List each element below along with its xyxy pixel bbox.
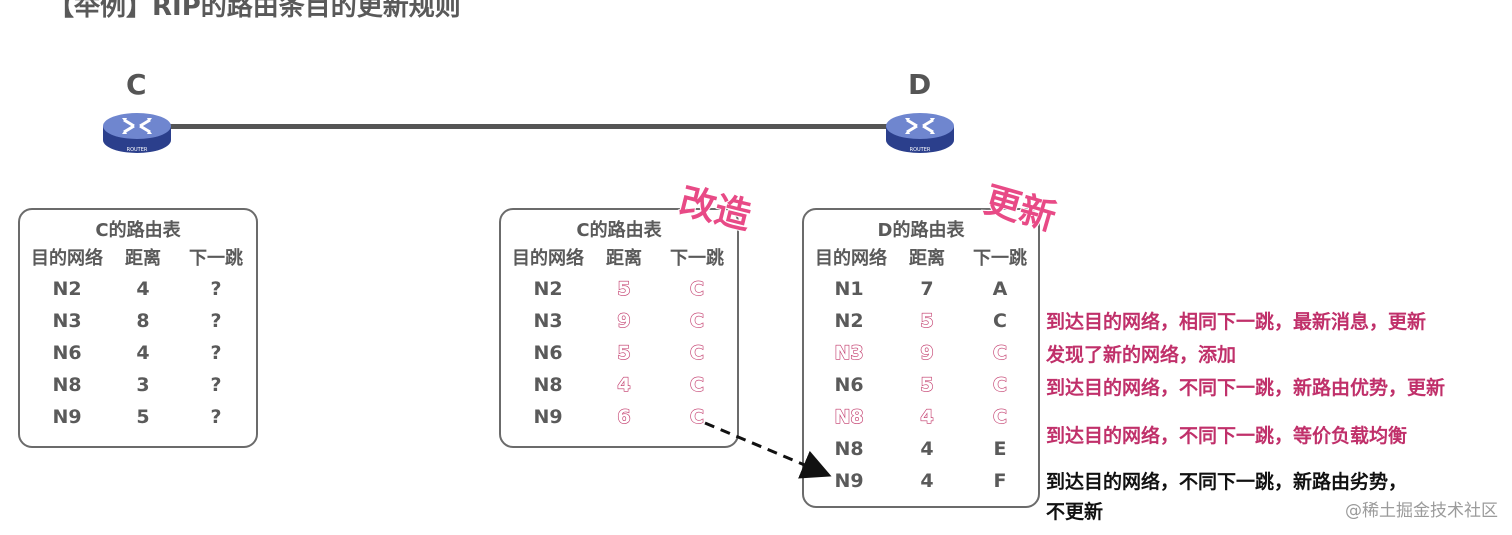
cell-dest: N6 xyxy=(52,342,82,364)
table-title: C的路由表 xyxy=(95,220,181,241)
cell-dest: N8 xyxy=(834,405,864,428)
cell-distance: 7 xyxy=(920,278,934,300)
cell-distance: 5 xyxy=(617,341,631,364)
cell-dest: N3 xyxy=(52,310,82,332)
header-dest: 目的网络 xyxy=(31,248,103,269)
note-no-update: 不更新 xyxy=(1046,501,1104,523)
cell-distance: 4 xyxy=(136,278,150,300)
router-c-label: C xyxy=(126,68,147,101)
page-title: 【举例】RIP的路由条目的更新规则 xyxy=(48,0,461,22)
cell-dest: N9 xyxy=(533,406,563,428)
cell-distance: 5 xyxy=(920,309,934,332)
table-title: D的路由表 xyxy=(877,220,965,241)
cell-dest: N3 xyxy=(834,341,864,364)
cell-nexthop: C xyxy=(992,341,1007,364)
d-table: D的路由表 目的网络 距离 下一跳 N1 7 A N2 5 C N3 9 C N… xyxy=(802,208,1040,508)
header-nexthop: 下一跳 xyxy=(189,248,243,269)
cell-nexthop: ? xyxy=(210,374,222,396)
header-dest: 目的网络 xyxy=(512,248,584,269)
header-dest: 目的网络 xyxy=(815,248,887,269)
cell-dest: N6 xyxy=(834,374,864,396)
cell-dest: N8 xyxy=(52,374,82,396)
header-nexthop: 下一跳 xyxy=(670,248,724,269)
cell-nexthop: ? xyxy=(210,406,222,428)
cell-distance: 4 xyxy=(617,373,631,396)
cell-nexthop: ? xyxy=(210,310,222,332)
link-line xyxy=(170,124,888,129)
c-modified-table: C的路由表 目的网络 距离 下一跳 N2 5 C N3 9 C N6 5 C N… xyxy=(499,208,739,448)
note-better-route: 到达目的网络，不同下一跳，新路由优势，更新 xyxy=(1046,377,1446,399)
cell-dest: N2 xyxy=(834,310,864,332)
cell-nexthop: C xyxy=(689,309,704,332)
cell-nexthop: ? xyxy=(210,278,222,300)
c-original-table: C的路由表 目的网络 距离 下一跳 N2 4 ? N3 8 ? N6 4 ? N… xyxy=(18,208,258,448)
table-title: C的路由表 xyxy=(576,220,662,241)
cell-distance: 3 xyxy=(136,374,150,396)
cell-nexthop: ? xyxy=(210,342,222,364)
note-load-balance: 到达目的网络，不同下一跳，等价负载均衡 xyxy=(1046,425,1408,447)
cell-distance: 5 xyxy=(136,406,150,428)
cell-nexthop: C xyxy=(689,405,704,428)
watermark: @稀土掘金技术社区 xyxy=(1345,501,1498,521)
note-same-nexthop: 到达目的网络，相同下一跳，最新消息，更新 xyxy=(1046,311,1427,333)
cell-distance: 9 xyxy=(617,309,631,332)
cell-dest: N1 xyxy=(834,278,864,300)
header-distance: 距离 xyxy=(606,248,642,269)
cell-dest: N8 xyxy=(834,438,864,460)
cell-nexthop: C xyxy=(689,373,704,396)
note-new-network: 发现了新的网络，添加 xyxy=(1046,344,1237,366)
cell-dest: N9 xyxy=(52,406,82,428)
cell-nexthop: C xyxy=(992,405,1007,428)
cell-distance: 4 xyxy=(136,342,150,364)
cell-dest: N3 xyxy=(533,310,563,332)
cell-dest: N9 xyxy=(834,470,864,492)
header-distance: 距离 xyxy=(909,248,945,269)
router-c-icon-text: ROUTER xyxy=(127,147,148,153)
cell-nexthop: E xyxy=(993,438,1007,460)
cell-nexthop: F xyxy=(993,470,1007,492)
header-nexthop: 下一跳 xyxy=(973,248,1027,269)
cell-nexthop: C xyxy=(689,277,704,300)
cell-nexthop: C xyxy=(689,341,704,364)
cell-distance: 5 xyxy=(617,277,631,300)
router-d-icon-text: ROUTER xyxy=(910,147,931,153)
note-worse-route: 到达目的网络，不同下一跳，新路由劣势， xyxy=(1046,471,1408,493)
cell-dest: N8 xyxy=(533,374,563,396)
cell-distance: 4 xyxy=(920,438,934,460)
cell-distance: 6 xyxy=(617,405,631,428)
router-d-label: D xyxy=(908,68,932,101)
cell-nexthop: C xyxy=(992,373,1007,396)
router-d-icon: ROUTER xyxy=(886,113,954,153)
cell-distance: 8 xyxy=(136,310,150,332)
cell-distance: 9 xyxy=(920,341,934,364)
cell-distance: 4 xyxy=(920,405,934,428)
cell-distance: 4 xyxy=(920,470,934,492)
cell-dest: N6 xyxy=(533,342,563,364)
cell-nexthop: C xyxy=(993,310,1007,332)
cell-dest: N2 xyxy=(52,278,82,300)
cell-distance: 5 xyxy=(920,373,934,396)
cell-nexthop: A xyxy=(992,278,1008,300)
cell-dest: N2 xyxy=(533,278,563,300)
header-distance: 距离 xyxy=(125,248,161,269)
router-c-icon: ROUTER xyxy=(103,113,171,153)
